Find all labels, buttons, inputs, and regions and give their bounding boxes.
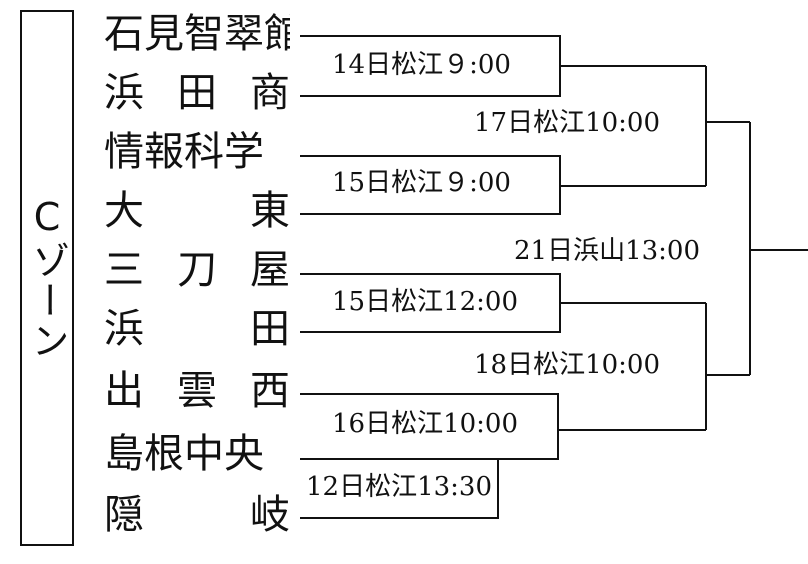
match-sf-top: 17日松江10:00 [472, 108, 663, 138]
team-5: 三刀屋 [104, 245, 290, 295]
team-name-char: 出 [104, 368, 144, 414]
team-name-char: 岐 [250, 492, 290, 538]
team-4: 大東 [104, 186, 290, 236]
team-name-char: 三 [104, 247, 144, 293]
team-name-char: 浜 [104, 70, 144, 116]
team-2: 浜田商 [104, 68, 290, 118]
team-name-char: 商 [250, 70, 290, 116]
team-name-char: 隠 [104, 492, 144, 538]
match-r0: 12日松江13:30 [304, 472, 495, 502]
team-9: 隠岐 [104, 490, 290, 540]
team-name-char: 西 [250, 368, 290, 414]
bracket-r0 [300, 458, 499, 519]
team-name-char: 刀 [177, 247, 217, 293]
zone-label: Cゾーン [25, 195, 69, 361]
zone-box: Cゾーン [20, 10, 74, 546]
team-name-char: 東 [250, 188, 290, 234]
team-name-char: 浜 [104, 306, 144, 352]
team-name-char: 屋 [250, 247, 290, 293]
match-sf-bottom: 18日松江10:00 [472, 350, 663, 380]
match-r1-d: 16日松江10:00 [330, 409, 521, 439]
team-name-char: 田 [250, 306, 290, 352]
bracket-r1-d [300, 393, 559, 460]
team-name-char: 雲 [177, 368, 217, 414]
team-name-char: 田 [177, 70, 217, 116]
match-final: 21日浜山13:00 [512, 236, 703, 266]
team-6: 浜田 [104, 304, 290, 354]
match-r1-b: 15日松江９:00 [330, 168, 513, 198]
team-3: 情報科学 [104, 129, 264, 175]
match-r1-c: 15日松江12:00 [330, 287, 521, 317]
match-r1-a: 14日松江９:00 [330, 50, 513, 80]
team-8: 島根中央 [104, 431, 264, 477]
team-name-char: 大 [104, 188, 144, 234]
team-1: 石見智翠館 [104, 11, 290, 57]
team-7: 出雲西 [104, 366, 290, 416]
